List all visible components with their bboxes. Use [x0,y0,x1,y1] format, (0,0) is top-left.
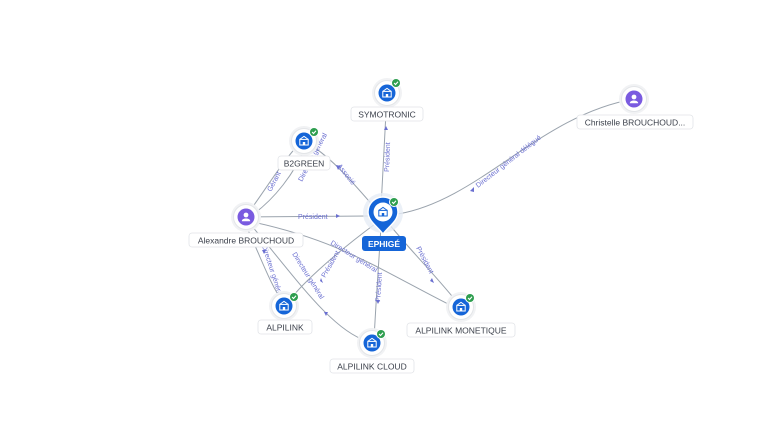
node-label-alexandre: Alexandre BROUCHOUD [198,236,294,246]
edge-alexandre-monetique [247,220,457,309]
edge-label-alexandre-alpilink: Directeur général [260,244,283,298]
verified-check-icon [288,291,300,303]
node-label-box [257,319,313,335]
node-ephige[interactable]: EPHIGÉ [362,193,406,251]
node-alexandre[interactable]: Alexandre BROUCHOUD [188,202,304,248]
node-label-box [350,106,424,122]
node-alpilink-cloud[interactable]: ALPILINK CLOUD [329,328,415,374]
edge-label-ephige-symotronic: Président [384,142,392,172]
node-label-box [406,322,516,338]
company-badge [378,84,396,102]
edge-label-christelle-ephige: Directeur général délégué [475,134,543,189]
node-symotronic[interactable]: SYMOTRONIC [350,77,424,122]
node-label-box [329,358,415,374]
edge-label-alexandre-b2green-gerant: Gérant [267,171,283,193]
edge-label-alexandre-ephige: Président [298,214,328,221]
verified-check-icon [388,196,400,208]
node-label-alpilink: ALPILINK [266,323,304,333]
edge-label-ephige-alpilink: Président [321,250,342,279]
node-label-symotronic: SYMOTRONIC [358,110,416,120]
verified-check-icon [464,292,476,304]
edge-label-ephige-cloud: Président [375,272,384,302]
node-label-box [576,114,694,130]
node-label-box [277,155,331,171]
node-b2green[interactable]: B2GREEN [277,126,331,171]
node-label-box [188,232,304,248]
node-alpilink[interactable]: ALPILINK [257,291,313,335]
node-label-christelle: Christelle BROUCHOUD... [585,118,686,128]
node-label-box [362,236,406,251]
company-badge [275,297,293,315]
edge-alexandre-ephige [245,215,370,218]
verified-check-icon [375,328,387,340]
verified-check-icon [308,126,320,138]
node-label-alpilink-cloud: ALPILINK CLOUD [337,362,406,372]
edge-label-b2green-ephige: Associé [335,163,356,187]
node-label-alpilink-monetique: ALPILINK MONETIQUE [415,326,506,336]
verified-check-icon [390,77,402,89]
company-badge [295,132,313,150]
node-label-ephige: EPHIGÉ [368,239,400,249]
node-christelle[interactable]: Christelle BROUCHOUD... [576,84,694,130]
edge-christelle-ephige [397,98,635,215]
node-alpilink-monetique[interactable]: ALPILINK MONETIQUE [406,292,516,338]
node-label-b2green: B2GREEN [284,159,325,169]
edge-label-ephige-monetique: Président [414,246,434,275]
